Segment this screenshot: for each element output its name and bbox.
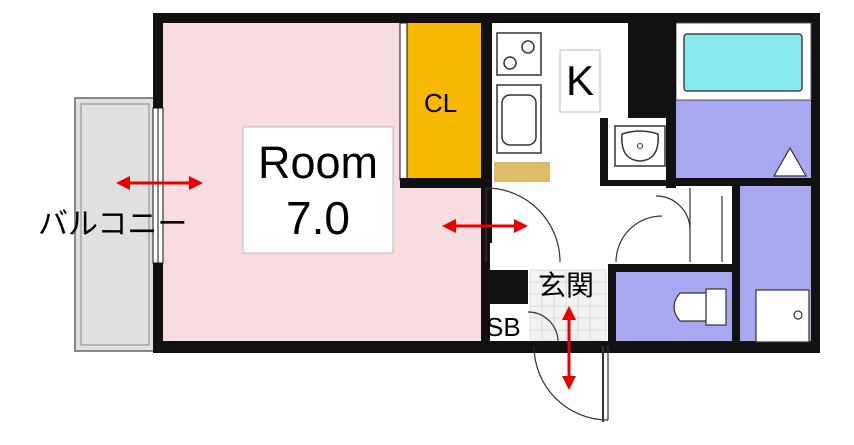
toilet-bowl [673,292,707,322]
shower-icon [772,146,808,177]
closet-door [399,22,408,181]
closet [407,23,483,180]
sink-basin [501,94,537,146]
interior-walls [400,13,740,353]
kitchen-counter [494,162,550,182]
burner-icon [521,40,535,54]
balcony-label: バルコニー [38,208,188,241]
shoe-box [490,302,528,341]
burner-icon [503,56,517,70]
shoe-box-label: SB [486,312,521,342]
balcony-rail [80,103,150,346]
kitchen-label-bg [559,49,601,113]
entrance-label: 玄関 [538,270,595,301]
door-swings [485,187,723,421]
washbasin-bowl [621,130,659,162]
kitchen-label: K [565,57,594,104]
toilet-tank [705,288,727,326]
access-arrows [116,176,576,390]
drain-icon [637,143,643,149]
washer-pan [755,289,810,343]
room-size: 7.0 [286,192,350,244]
washbasin [614,125,666,167]
balcony [74,97,156,352]
room-label: Room [257,137,379,188]
stove [496,32,542,76]
room-extension [402,188,481,341]
bathtub-water [683,33,803,92]
closet-label: CL [424,88,458,118]
room-label-box [242,126,394,254]
corridor [606,185,732,268]
washer-drain-icon [793,310,803,320]
